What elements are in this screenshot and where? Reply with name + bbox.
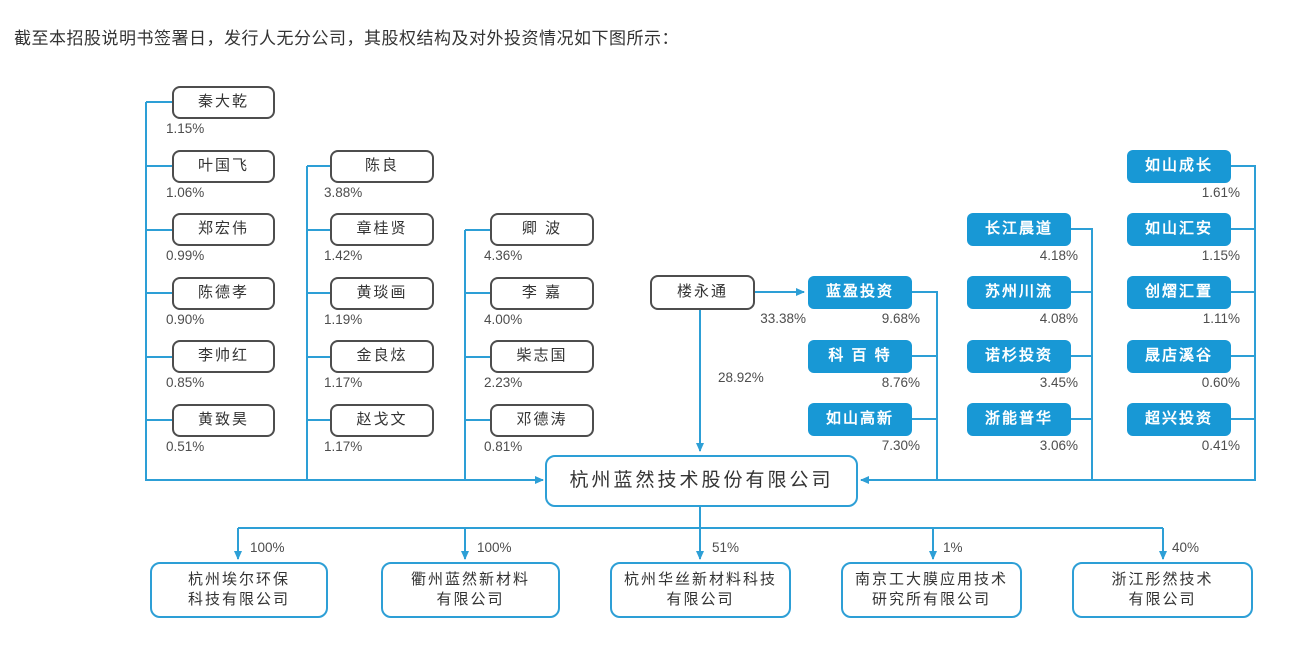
percent-label: 0.41% <box>1201 438 1240 453</box>
percent-label: 100% <box>477 540 512 555</box>
percent-label: 1.17% <box>324 439 363 454</box>
institution-box-kebaite: 科 百 特 <box>808 340 912 373</box>
shareholder-box-chen-dexiao: 陈德孝 <box>172 277 275 310</box>
shareholder-box-li-jia: 李 嘉 <box>490 277 594 310</box>
subsidiary-box-zhejiang-tongran: 浙江彤然技术 有限公司 <box>1072 562 1253 618</box>
shareholder-box-huang-yanhua: 黄琰画 <box>330 277 434 310</box>
subsidiary-box-quzhou-lanran: 衢州蓝然新材料 有限公司 <box>381 562 560 618</box>
shareholder-box-huang-zhihao: 黄致昊 <box>172 404 275 437</box>
shareholder-box-zhang-guixian: 章桂贤 <box>330 213 434 246</box>
subsidiary-box-hangzhou-aier: 杭州埃尔环保 科技有限公司 <box>150 562 328 618</box>
percent-label: 1.06% <box>166 185 205 200</box>
institution-box-rushan-huian: 如山汇安 <box>1127 213 1231 246</box>
institution-box-shengdian-xigu: 晟店溪谷 <box>1127 340 1231 373</box>
percent-label: 3.88% <box>324 185 363 200</box>
shareholder-box-zhao-gewen: 赵戈文 <box>330 404 434 437</box>
percent-label: 0.99% <box>166 248 205 263</box>
percent-label: 0.60% <box>1201 375 1240 390</box>
percent-label: 0.51% <box>166 439 205 454</box>
percent-label: 1.17% <box>324 375 363 390</box>
percent-label: 100% <box>250 540 285 555</box>
percent-label: 1.19% <box>324 312 363 327</box>
shareholder-box-li-shuaihong: 李帅红 <box>172 340 275 373</box>
percent-label: 7.30% <box>881 438 920 453</box>
percent-label: 0.85% <box>166 375 205 390</box>
institution-box-suzhou-chuanliu: 苏州川流 <box>967 276 1071 309</box>
institution-box-rushan-chengzhang: 如山成长 <box>1127 150 1231 183</box>
institution-box-nuoshan-investment: 诺杉投资 <box>967 340 1071 373</box>
percent-label: 1.15% <box>1201 248 1240 263</box>
percent-label: 1.15% <box>166 121 205 136</box>
shareholder-box-ye-guofei: 叶国飞 <box>172 150 275 183</box>
shareholder-box-chen-liang: 陈良 <box>330 150 434 183</box>
institution-box-chaoxing-investment: 超兴投资 <box>1127 403 1231 436</box>
shareholder-box-jin-liangxuan: 金良炫 <box>330 340 434 373</box>
percent-label: 0.81% <box>484 439 523 454</box>
percent-label: 3.06% <box>1039 438 1078 453</box>
percent-label: 1.11% <box>1202 311 1240 326</box>
percent-label: 28.92% <box>718 370 764 385</box>
percent-label: 9.68% <box>881 311 920 326</box>
shareholder-box-chai-zhiguo: 柴志国 <box>490 340 594 373</box>
connector-line <box>145 102 544 484</box>
issuer-company-box: 杭州蓝然技术股份有限公司 <box>545 455 858 507</box>
percent-label: 1% <box>943 540 963 555</box>
institution-box-chuangyi-huizhi: 创熠汇置 <box>1127 276 1231 309</box>
shareholder-box-qing-bo: 卿 波 <box>490 213 594 246</box>
intro-text: 截至本招股说明书签署日，发行人无分公司，其股权结构及对外投资情况如下图所示： <box>14 29 679 48</box>
percent-label: 40% <box>1172 540 1200 555</box>
shareholder-box-lou-yongtong: 楼永通 <box>650 275 755 310</box>
percent-label: 3.45% <box>1039 375 1078 390</box>
subsidiary-box-hangzhou-huasi: 杭州华丝新材料科技 有限公司 <box>610 562 791 618</box>
percent-label: 2.23% <box>484 375 523 390</box>
connector-line <box>860 165 1256 484</box>
shareholder-box-zheng-hongwei: 郑宏伟 <box>172 213 275 246</box>
percent-label: 4.00% <box>484 312 523 327</box>
percent-label: 0.90% <box>166 312 205 327</box>
connector-line <box>912 291 938 480</box>
shareholder-box-deng-detao: 邓德涛 <box>490 404 594 437</box>
connector-line <box>1070 228 1093 480</box>
shareholder-box-qin-daqian: 秦大乾 <box>172 86 275 119</box>
institution-box-rushan-gaoxin: 如山高新 <box>808 403 912 436</box>
percent-label: 4.18% <box>1039 248 1078 263</box>
percent-label: 33.38% <box>760 311 806 326</box>
subsidiary-box-nanjing-gongda: 南京工大膜应用技术 研究所有限公司 <box>841 562 1022 618</box>
percent-label: 8.76% <box>881 375 920 390</box>
institution-box-changjiang-chendao: 长江晨道 <box>967 213 1071 246</box>
percent-label: 1.61% <box>1201 185 1240 200</box>
percent-label: 4.36% <box>484 248 523 263</box>
percent-label: 4.08% <box>1039 311 1078 326</box>
percent-label: 1.42% <box>324 248 363 263</box>
percent-label: 51% <box>712 540 740 555</box>
institution-box-zheneng-puhua: 浙能普华 <box>967 403 1071 436</box>
institution-box-lanying-investment: 蓝盈投资 <box>808 276 912 309</box>
